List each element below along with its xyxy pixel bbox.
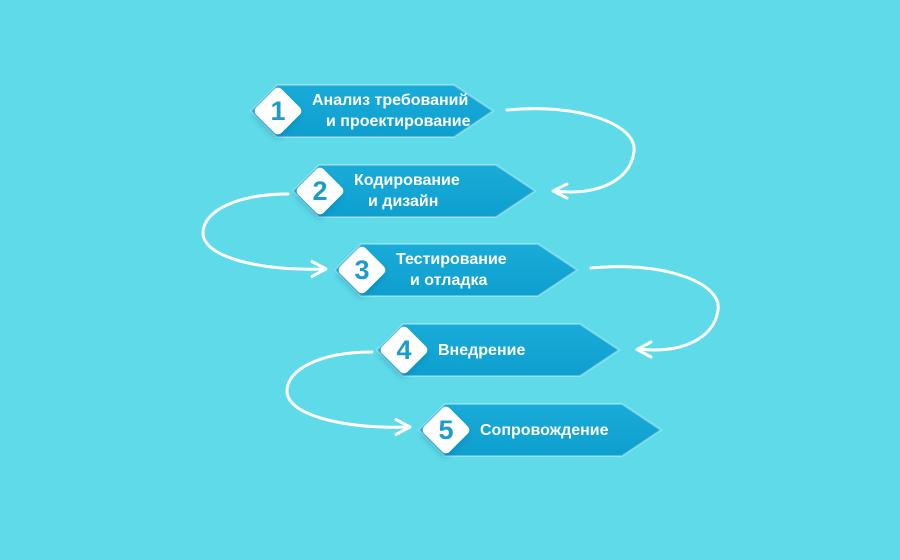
step-number-diamond: 1 (252, 85, 304, 137)
step-label-line-1: Внедрение (438, 341, 526, 359)
step-number-diamond: 4 (378, 324, 430, 376)
step-1: 1 Анализ требований и проектирование (250, 83, 495, 139)
step-number: 4 (396, 334, 412, 365)
step-number: 1 (270, 95, 286, 126)
step-number-diamond: 3 (336, 244, 388, 296)
step-number: 5 (438, 414, 454, 445)
step-banner-arrow-icon (292, 164, 537, 218)
step-banner-arrow-icon (334, 243, 579, 297)
step-number-diamond: 5 (420, 404, 472, 456)
step-5: 5 Сопровождение (418, 402, 663, 458)
arrow-head-left-icon (635, 340, 653, 359)
step-banner-arrow-icon (376, 323, 621, 377)
step-label: Анализ требований и проектирование (312, 83, 477, 139)
arrow-head-right-icon (394, 418, 412, 436)
step-label: Сопровождение (480, 402, 645, 458)
step-3: 3 Тестирование и отладка (334, 242, 579, 298)
step-label-line-2: и проектирование (326, 113, 471, 130)
step-label-line-2: и отладка (410, 272, 488, 289)
step-number: 2 (312, 175, 328, 206)
step-label: Внедрение (438, 322, 603, 378)
step-label-line-1: Сопровождение (480, 421, 609, 439)
step-banner-arrow-icon (418, 403, 663, 457)
step-label-line-2: и дизайн (368, 193, 439, 210)
step-label-line-1: Тестирование (396, 251, 507, 268)
step-banner-arrow-icon (250, 84, 495, 138)
step-number-diamond: 2 (294, 165, 346, 217)
step-label: Кодирование и дизайн (354, 163, 519, 219)
arrow-head-left-icon (551, 182, 569, 200)
step-label-line-1: Кодирование (354, 172, 460, 189)
step-number: 3 (354, 254, 370, 285)
step-label-line-1: Анализ требований (312, 92, 469, 109)
step-label: Тестирование и отладка (396, 242, 561, 298)
step-4: 4 Внедрение (376, 322, 621, 378)
step-2: 2 Кодирование и дизайн (292, 163, 537, 219)
arrow-head-right-icon (310, 260, 328, 278)
